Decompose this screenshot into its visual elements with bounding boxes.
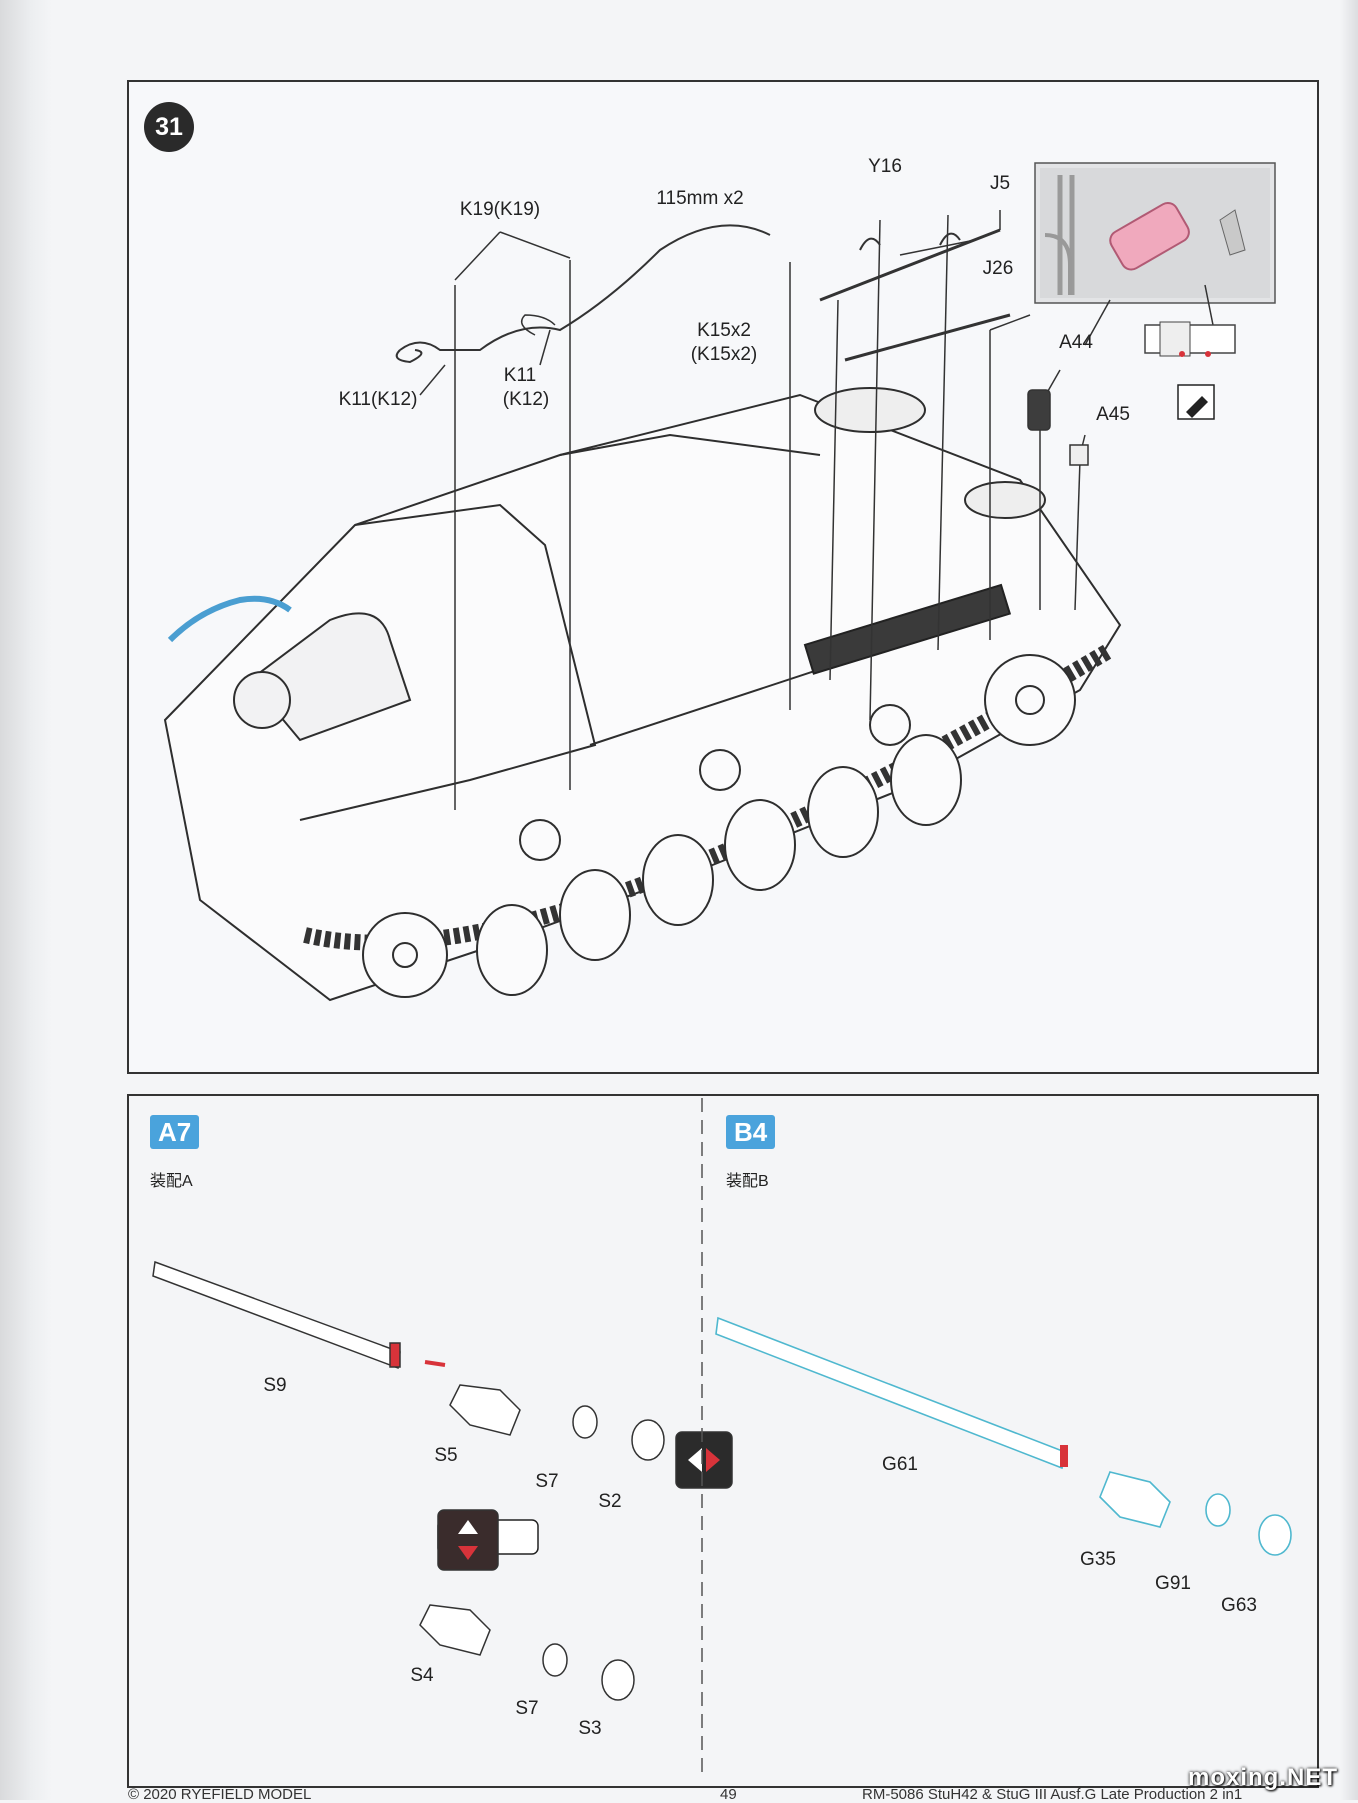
label-k11-left: K11(K12) xyxy=(338,389,418,410)
label-k15-alt: (K15x2) xyxy=(690,344,758,365)
binding-shadow xyxy=(0,0,52,1800)
label-s3: S3 xyxy=(578,1718,602,1739)
variant-a-tag: A7 xyxy=(150,1115,200,1149)
label-j5: J5 xyxy=(989,173,1011,194)
label-g63: G63 xyxy=(1221,1595,1257,1616)
label-k19: K19(K19) xyxy=(459,199,541,220)
page-edge-right xyxy=(1340,0,1358,1800)
label-j26: J26 xyxy=(982,258,1014,279)
label-g61: G61 xyxy=(882,1454,918,1475)
label-wire: 115mm x2 xyxy=(656,188,744,209)
variant-a-drawing xyxy=(152,1260,733,1701)
step-number-badge: 31 xyxy=(144,102,194,152)
label-k15: K15x2 xyxy=(697,320,751,341)
label-a45: A45 xyxy=(1096,404,1130,425)
callout-inset xyxy=(1034,162,1276,420)
label-y16: Y16 xyxy=(868,156,902,177)
label-k11-right: K11 xyxy=(503,365,537,386)
highlighted-part xyxy=(1109,201,1190,271)
label-s7: S7 xyxy=(535,1471,559,1492)
footer-page-number: 49 xyxy=(720,1786,737,1803)
label-s5: S5 xyxy=(434,1445,458,1466)
variant-b-tag: B4 xyxy=(726,1115,776,1149)
variant-b-subtitle: 装配B xyxy=(726,1173,769,1190)
vehicle-drawing xyxy=(163,387,1122,1002)
label-k11-right-alt: (K12) xyxy=(502,389,550,410)
variants-panel xyxy=(127,1094,1319,1788)
label-a44: A44 xyxy=(1059,332,1093,353)
label-s4: S4 xyxy=(410,1665,434,1686)
label-s2: S2 xyxy=(598,1491,622,1512)
watermark: moxing.NET xyxy=(1187,1764,1338,1791)
label-g91: G91 xyxy=(1155,1573,1191,1594)
label-s9: S9 xyxy=(263,1375,287,1396)
label-g35: G35 xyxy=(1080,1549,1116,1570)
footer-copyright: © 2020 RYEFIELD MODEL xyxy=(128,1786,312,1803)
label-s7b: S7 xyxy=(515,1698,539,1719)
footer-product-title: RM-5086 StuH42 & StuG III Ausf.G Late Pr… xyxy=(862,1786,1243,1803)
variant-a-subtitle: 装配A xyxy=(150,1173,193,1190)
variant-b-drawing xyxy=(715,1316,1292,1556)
parts-and-leaders xyxy=(395,210,1089,810)
